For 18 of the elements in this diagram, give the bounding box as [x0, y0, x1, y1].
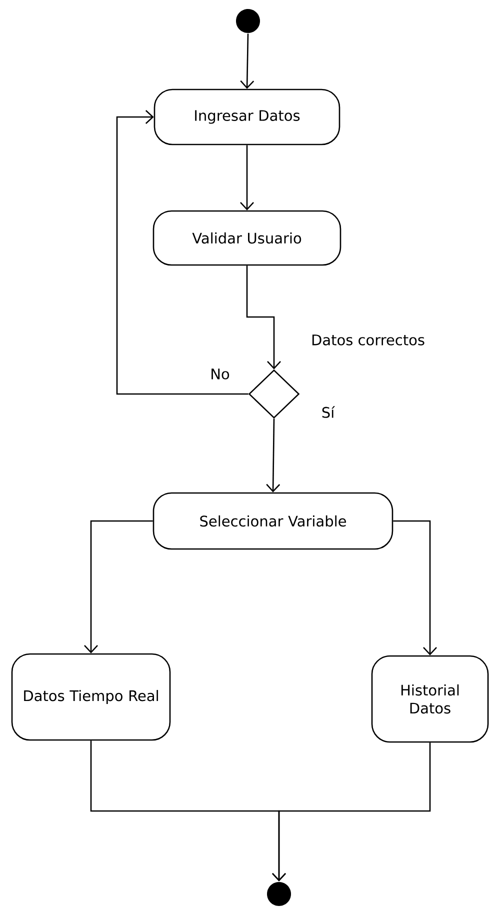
action-box: Seleccionar Variable	[152, 492, 394, 550]
arrow	[246, 266, 281, 370]
initial-node	[236, 9, 260, 33]
arrow	[116, 110, 248, 395]
edge-label: Datos correctos	[310, 334, 426, 346]
arrow	[393, 520, 437, 656]
arrow	[272, 742, 431, 882]
action-box: Ingresar Datos	[154, 88, 340, 146]
arrow	[84, 520, 153, 654]
arrow	[240, 145, 254, 210]
action-box: Historial Datos	[371, 655, 489, 743]
arrow	[240, 34, 254, 89]
arrow	[266, 418, 280, 492]
edge-label: No	[209, 368, 231, 380]
action-box: Validar Usuario	[152, 210, 342, 266]
action-box: Datos Tiempo Real	[11, 653, 171, 741]
edge-label: Sí	[320, 405, 336, 419]
final-node	[267, 882, 291, 906]
